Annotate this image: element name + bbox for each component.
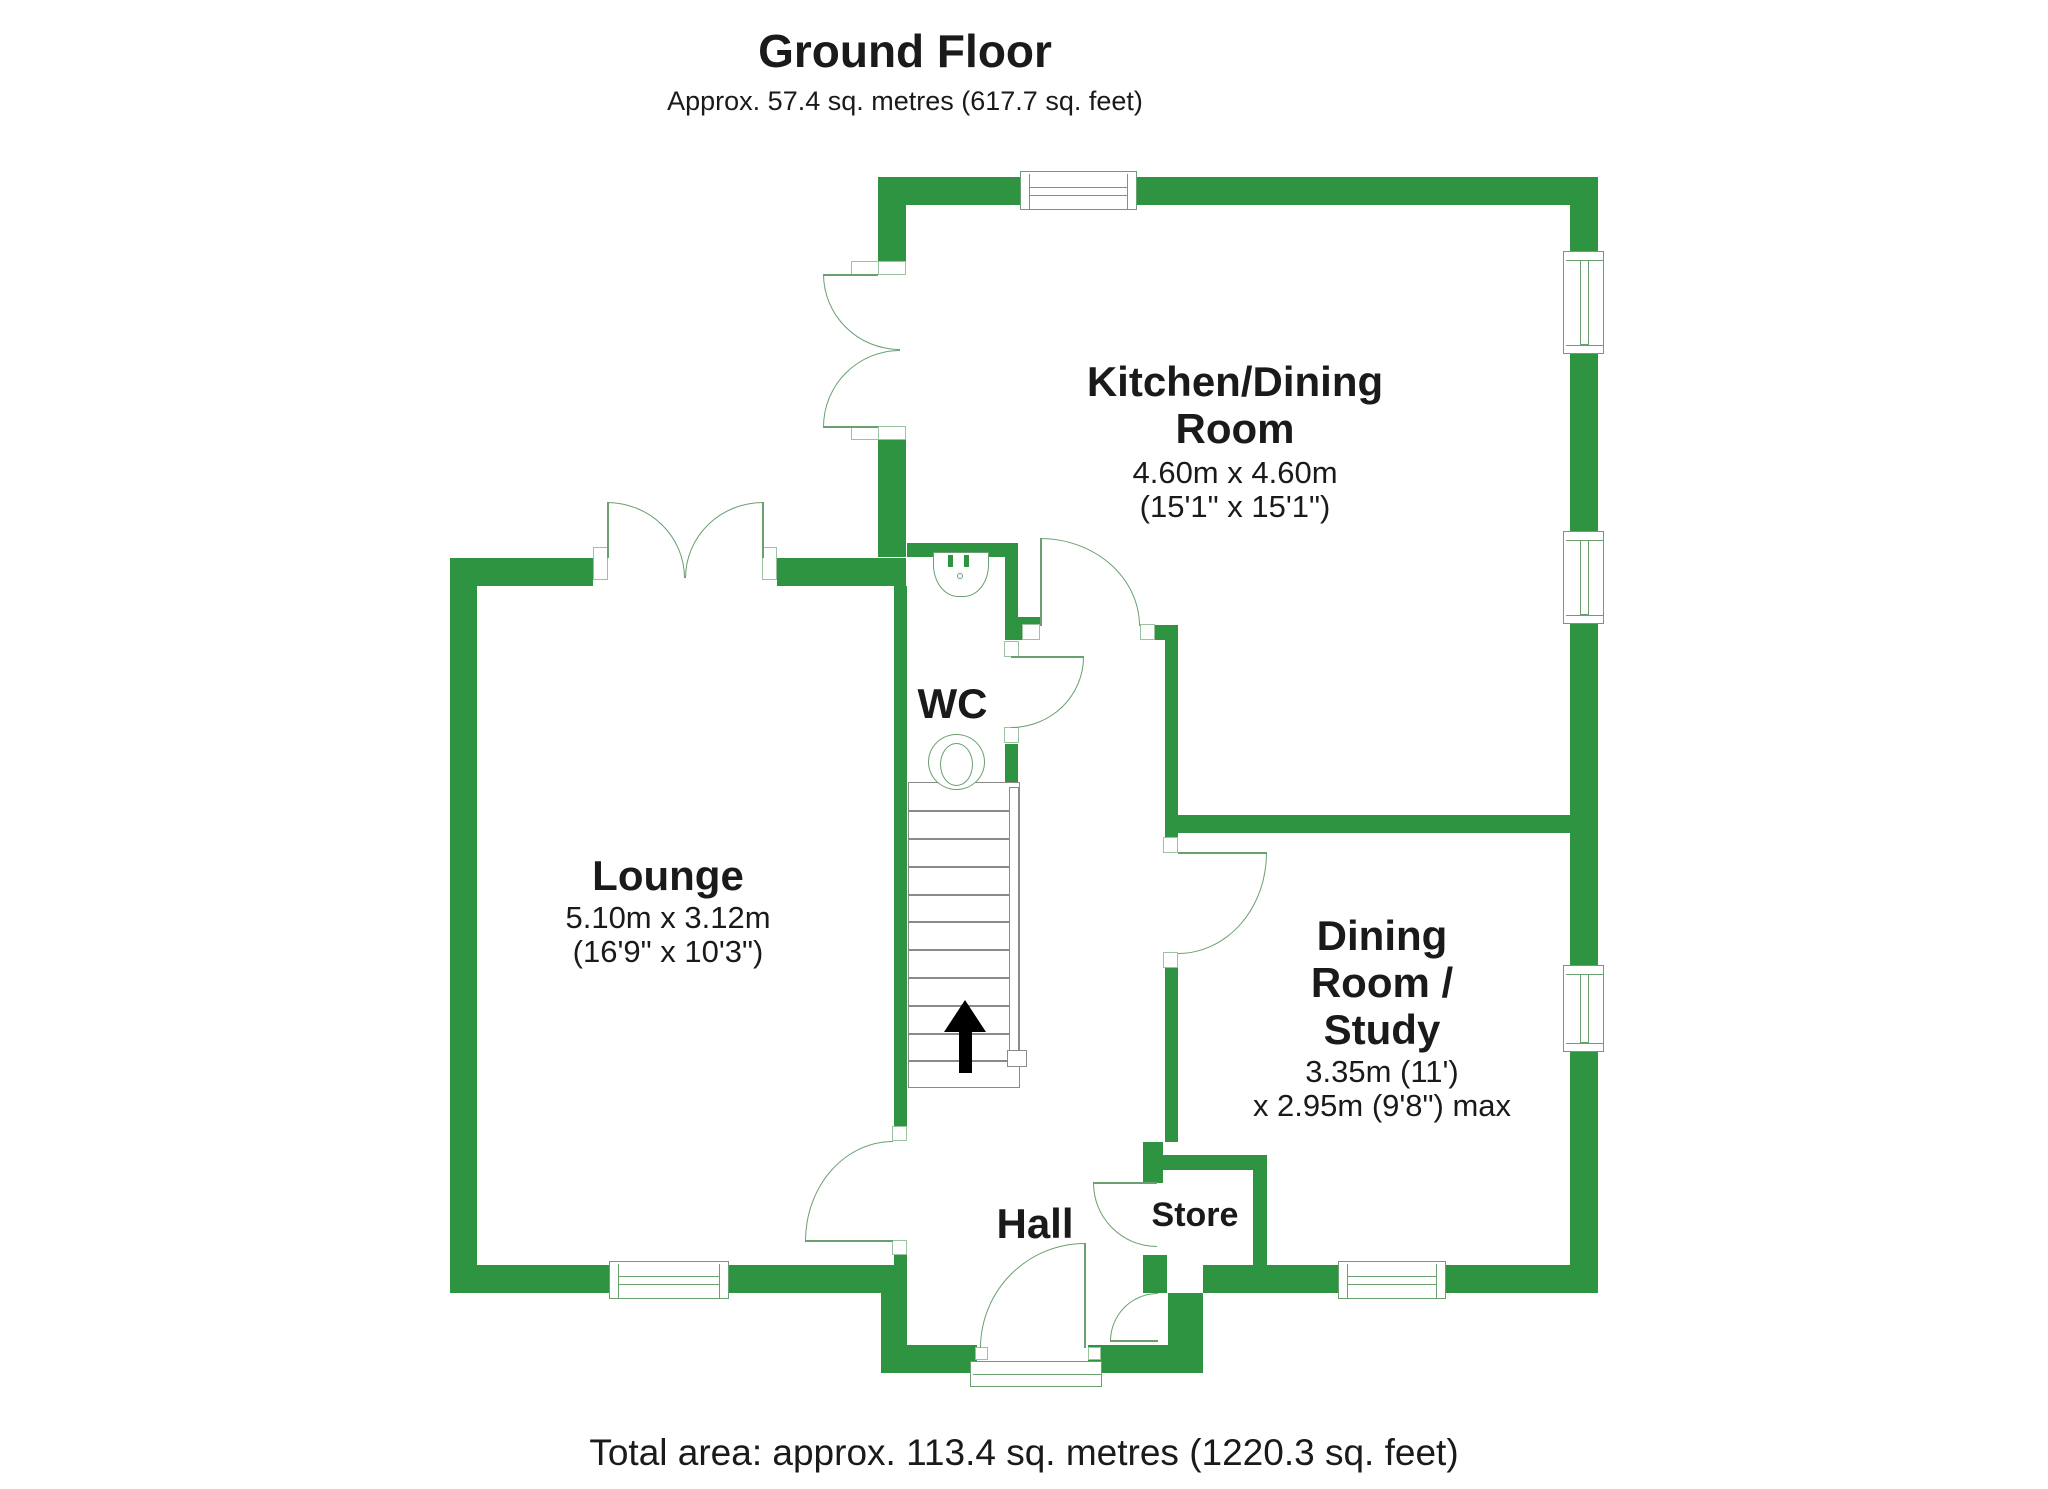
- stair-tread: [909, 949, 1019, 951]
- wall: [1165, 625, 1178, 838]
- room-name: Kitchen/Dining: [1086, 358, 1384, 405]
- wall: [1005, 557, 1018, 617]
- page-subtitle: Approx. 57.4 sq. metres (617.7 sq. feet): [667, 86, 1143, 116]
- door-jamb: [892, 1240, 907, 1255]
- door-jamb: [878, 261, 906, 275]
- door-jamb: [1004, 641, 1019, 657]
- window-icon: [1020, 171, 1137, 210]
- door-jamb: [1163, 837, 1178, 853]
- room-label-dining: Dining Room / Study 3.35m (11') x 2.95m …: [1232, 912, 1532, 1123]
- wall: [450, 558, 477, 1293]
- stair-tread: [909, 977, 1019, 979]
- door-leaf: [1178, 852, 1267, 854]
- room-name: Lounge: [592, 852, 744, 899]
- stair-tread: [909, 866, 1019, 868]
- wall: [878, 177, 1598, 205]
- door-arc-icon: [607, 502, 685, 578]
- door-arc-icon: [1011, 657, 1084, 728]
- wall: [1253, 1155, 1267, 1265]
- stair-newel: [1007, 1050, 1027, 1067]
- wall: [881, 1345, 977, 1373]
- room-name: Study: [1323, 1006, 1441, 1054]
- window-icon: [609, 1261, 729, 1299]
- wall: [1168, 1293, 1203, 1345]
- wall: [1162, 1155, 1267, 1170]
- door-arc-icon: [685, 502, 763, 578]
- door-jamb: [878, 426, 906, 440]
- room-dims-metric: 3.35m (11'): [1305, 1054, 1459, 1090]
- wall: [1143, 1255, 1167, 1293]
- wall: [1165, 967, 1178, 1142]
- toilet-icon: [928, 734, 985, 790]
- door-jamb: [1022, 624, 1040, 640]
- room-name: Hall: [996, 1200, 1074, 1247]
- wall: [1143, 1142, 1163, 1183]
- room-dims-metric: 5.10m x 3.12m: [565, 900, 771, 936]
- room-name: Room: [1175, 405, 1295, 453]
- room-name: Dining: [1316, 912, 1448, 959]
- window-icon: [1338, 1261, 1446, 1299]
- door-jamb: [762, 547, 777, 580]
- room-label-wc: WC: [905, 680, 1000, 727]
- stair-tread: [909, 810, 1019, 812]
- wall: [878, 440, 906, 557]
- wall: [777, 558, 906, 586]
- door-jamb: [851, 426, 879, 440]
- window-icon: [1563, 965, 1604, 1052]
- room-dims-imperial: x 2.95m (9'8") max: [1252, 1088, 1512, 1124]
- room-label-store: Store: [1140, 1196, 1250, 1234]
- stair-tread: [909, 894, 1019, 896]
- room-name: Store: [1151, 1196, 1239, 1234]
- wall: [894, 1252, 907, 1272]
- total-area-text: Total area: approx. 113.4 sq. metres (12…: [589, 1432, 1459, 1473]
- front-door-threshold: [970, 1361, 1102, 1387]
- wall: [1177, 815, 1598, 833]
- door-jamb: [1163, 952, 1178, 968]
- door-jamb: [975, 1347, 988, 1360]
- door-leaf: [1093, 1182, 1157, 1184]
- room-label-kitchen: Kitchen/Dining Room 4.60m x 4.60m (15'1"…: [1040, 358, 1430, 524]
- room-dims-imperial: (16'9" x 10'3"): [572, 934, 764, 970]
- stair-tread: [909, 921, 1019, 923]
- door-arc-icon: [823, 274, 900, 350]
- plan-header: Ground Floor Approx. 57.4 sq. metres (61…: [500, 24, 1310, 117]
- door-arc-icon: [980, 1243, 1085, 1348]
- room-name: WC: [917, 680, 988, 727]
- stairs-up-arrow-stem: [959, 1031, 972, 1073]
- door-jamb: [593, 547, 608, 580]
- window-icon: [1563, 531, 1604, 624]
- stair-tread: [909, 838, 1019, 840]
- door-jamb: [1088, 1347, 1101, 1360]
- door-arc-icon: [823, 350, 900, 427]
- door-jamb: [892, 1126, 907, 1141]
- window-icon: [1563, 251, 1604, 354]
- wall: [1088, 1345, 1203, 1373]
- door-arc-icon: [1040, 538, 1140, 626]
- room-dims-metric: 4.60m x 4.60m: [1132, 455, 1338, 491]
- room-name: Room /: [1310, 959, 1454, 1007]
- door-jamb: [1004, 727, 1019, 743]
- door-jamb: [851, 261, 879, 275]
- page-title: Ground Floor: [758, 25, 1052, 77]
- stairs-up-arrow-icon: [944, 1000, 986, 1032]
- wall: [1005, 744, 1018, 782]
- room-label-lounge: Lounge 5.10m x 3.12m (16'9" x 10'3"): [518, 852, 818, 969]
- door-jamb: [1140, 624, 1155, 640]
- room-dims-imperial: (15'1" x 15'1"): [1139, 489, 1331, 525]
- room-label-hall: Hall: [975, 1200, 1095, 1247]
- door-arc-icon: [805, 1141, 893, 1241]
- door-arc-icon: [1110, 1293, 1158, 1341]
- wall: [894, 586, 907, 1127]
- stair-banister: [1009, 787, 1019, 1059]
- wall: [1570, 177, 1598, 1293]
- wall: [878, 177, 906, 262]
- sink-icon: [933, 552, 989, 597]
